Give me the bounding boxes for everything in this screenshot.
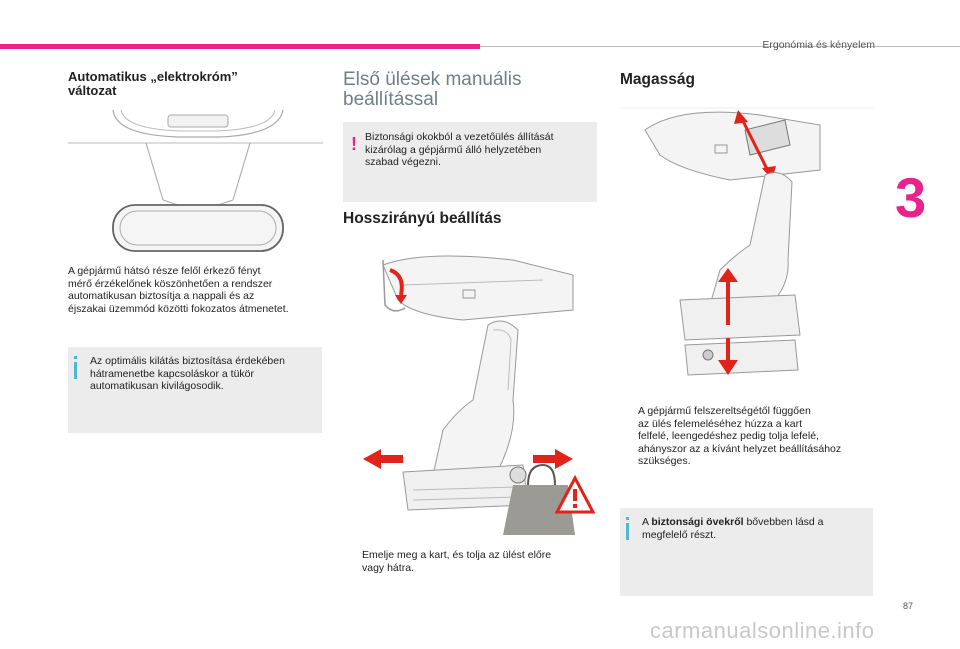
col2-step-line: Emelje meg a kart, és tolja az ülést elő… (362, 549, 552, 561)
col2-warning-line: Biztonsági okokból a vezetőülés állításá… (365, 131, 554, 143)
col2-step-line: vagy hátra. (362, 561, 414, 574)
col2-warning-text: Biztonsági okokból a vezetőülés állításá… (365, 131, 554, 169)
col1-info-line: Az optimális kilátás biztosítása érdekéb… (90, 355, 285, 367)
col1-info-box: Az optimális kilátás biztosítása érdekéb… (68, 347, 322, 433)
col1-body: A gépjármű hátsó része felől érkező fény… (68, 265, 289, 315)
col1-body-line: éjszakai üzemmód közötti fokozatos átmen… (68, 302, 289, 315)
col2-warning-line: kizárólag a gépjármű álló helyzetében (365, 143, 542, 156)
col1-body-line: automatikusan biztosítja a nappali és az (68, 290, 255, 302)
col3-info-text: A biztonsági övekről bővebben lásd a meg… (642, 516, 824, 541)
col1-info-line: automatikusan kivilágosodik. (90, 380, 224, 392)
mirror-illustration (68, 109, 323, 252)
col1-heading: Automatikus „elektrokróm” változat (68, 70, 238, 98)
col1-info-line: hátramenetbe kapcsoláskor a tükör (90, 367, 255, 380)
col3-step-line: A gépjármű felszereltségétől függően (638, 405, 811, 417)
col1-body-line: A gépjármű hátsó része felől érkező fény… (68, 265, 261, 277)
section-title: Ergonómia és kényelem (762, 39, 875, 51)
col2-subheading: Hosszirányú beállítás (343, 210, 502, 227)
page-number: 87 (903, 601, 914, 611)
col3-info-line1: A biztonsági övekről bővebben lásd a (642, 516, 824, 529)
col3-step-line: felfelé, leengedéshez pedig tolja lefelé… (638, 430, 819, 442)
col2-heading-line2: beállítással (343, 89, 439, 110)
col3-step: A gépjármű felszereltségétől függően az … (620, 405, 841, 468)
col3-info-rest: bővebben lásd a (743, 516, 824, 528)
col3-heading: Magasság (620, 71, 695, 88)
col1-info-text: Az optimális kilátás biztosítása érdekéb… (90, 355, 285, 393)
warning-icon: ! (351, 134, 357, 154)
header-rule (480, 46, 960, 47)
col3-info-box: A biztonsági övekről bővebben lásd a meg… (620, 508, 873, 596)
header-accent-bar (0, 44, 480, 49)
col2-heading: Első ülések manuális beállítással (343, 70, 521, 110)
watermark: carmanualsonline.info (650, 618, 875, 643)
col3-step-line: ahányszor az a kívánt helyzet beállításá… (638, 442, 842, 455)
col3-info-line2: megfelelő részt. (642, 528, 717, 541)
col2-step: Emelje meg a kart, és tolja az ülést elő… (343, 549, 551, 574)
col1-body-line: mérő érzékelőnek köszönhetően a rendszer (68, 277, 273, 290)
seat-height-illustration (620, 107, 873, 376)
chapter-number: 3 (895, 166, 927, 229)
col2-warning-box: ! Biztonsági okokból a vezetőülés állítá… (343, 122, 597, 202)
info-icon (74, 356, 77, 379)
col1-heading-line2: változat (68, 83, 117, 98)
info-icon (626, 517, 629, 540)
seatbelt-link-text: biztonsági övekről (651, 516, 744, 528)
col1-heading-line1: Automatikus „elektrokróm” (68, 69, 238, 84)
col2-heading-line1: Első ülések manuális (343, 69, 522, 90)
col3-step-line: az ülés felemeléséhez húzza a kart (638, 417, 803, 430)
col3-info-prefix: A (642, 516, 652, 528)
col2-warning-line: szabad végezni. (365, 156, 441, 168)
seat-longitudinal-illustration (363, 255, 596, 535)
col3-step-line: szükséges. (638, 455, 691, 467)
